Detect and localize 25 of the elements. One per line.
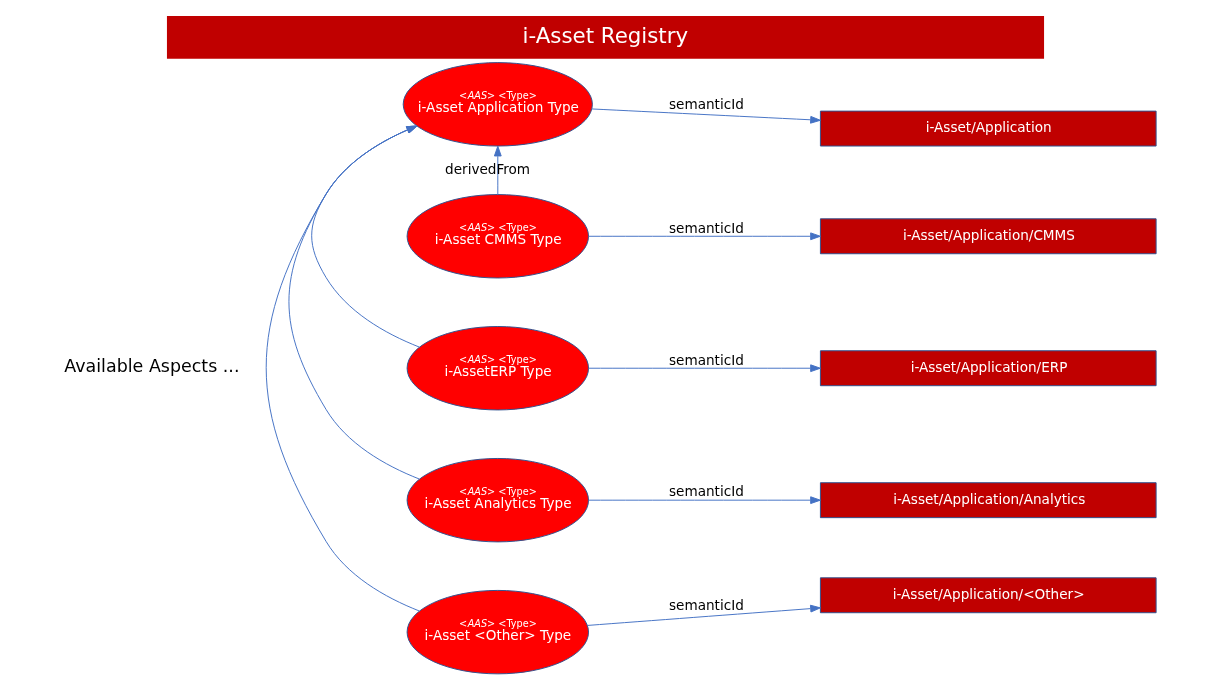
node-box: i-Asset/Application/<Other> <box>819 577 1157 614</box>
node-ellipse: <AAS> <Type> i-Asset Analytics Type <box>406 457 589 543</box>
arrow <box>588 364 821 373</box>
edge-label: derivedFrom <box>445 160 531 177</box>
node-ellipse: <AAS> <Type> i-AssetERP Type <box>406 326 589 411</box>
node-ellipse: <AAS> <Type> i-Asset <Other> Type <box>406 589 589 675</box>
edge-label: semanticId <box>669 351 744 368</box>
arrow <box>588 232 821 241</box>
arrow <box>288 125 420 480</box>
diagram-title: i-Asset Registry <box>522 22 689 48</box>
arrow <box>311 125 420 348</box>
label: Available Aspects ... <box>64 356 240 377</box>
node-ellipse: <AAS> <Type> i-Asset CMMS Type <box>406 194 589 279</box>
node-box: i-Asset/Application/Analytics <box>819 482 1157 519</box>
edge-label: semanticId <box>669 219 744 236</box>
edge-label: semanticId <box>669 483 744 500</box>
arrow <box>587 604 821 626</box>
node-box: i-Asset/Application <box>819 110 1157 147</box>
node-box: i-Asset/Application/ERP <box>819 350 1157 387</box>
arrow <box>588 496 821 505</box>
arrow <box>265 125 420 612</box>
edge-label: semanticId <box>669 597 744 614</box>
arrow <box>591 108 821 124</box>
node-box: i-Asset/Application/CMMS <box>819 218 1157 255</box>
edge-label: semanticId <box>669 96 744 113</box>
